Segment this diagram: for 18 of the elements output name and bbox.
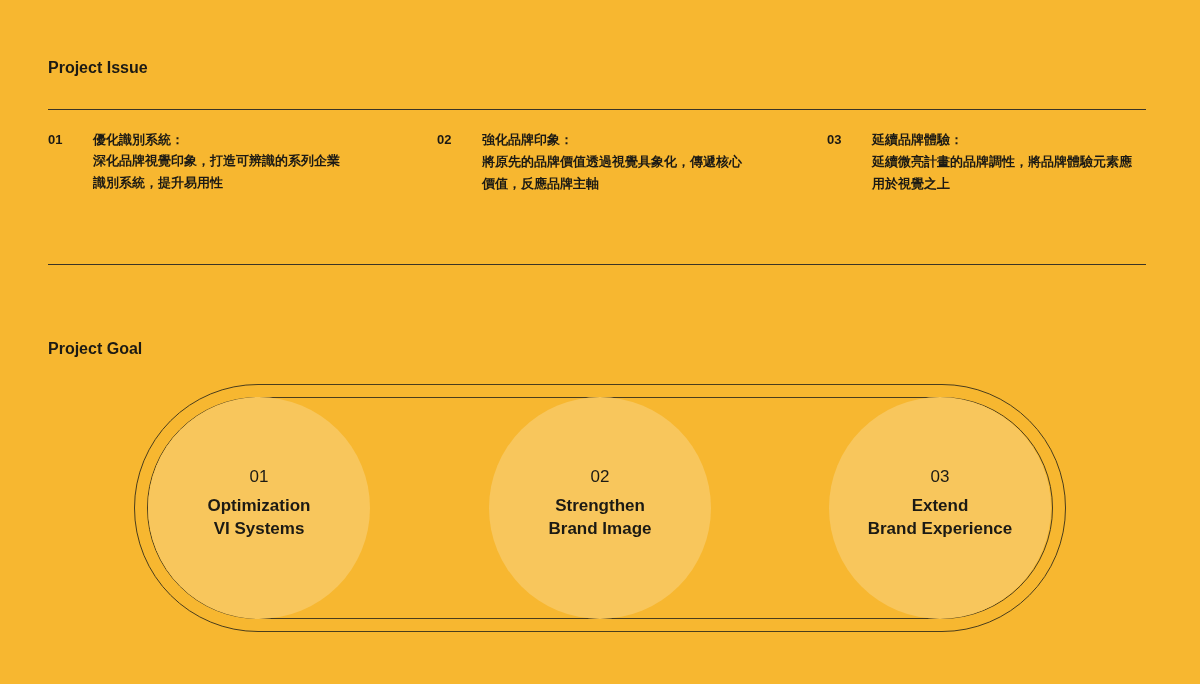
item-description: 將原先的品牌價值透過視覺具象化，傳遞核心價值，反應品牌主軸 — [482, 153, 743, 193]
item-heading: 延續品牌體驗： — [872, 131, 963, 149]
step-number: 02 — [590, 466, 610, 488]
item-heading: 優化識別系統： — [93, 131, 184, 149]
step-number: 01 — [249, 466, 269, 488]
item-description: 延續微亮計畫的品牌調性，將品牌體驗元素應用於視覺之上 — [872, 153, 1133, 193]
section-heading: Project Goal — [48, 339, 143, 359]
item-description: 深化品牌視覺印象，打造可辨識的系列企業識別系統，提升易用性 — [93, 152, 341, 192]
item-number: 01 — [48, 131, 63, 149]
item-number: 02 — [437, 131, 452, 149]
goal-title: Strengthen Brand Image — [548, 495, 652, 540]
goal-title: Optimization VI Systems — [207, 495, 311, 540]
pill-frame — [134, 384, 1066, 632]
section-heading: Project Issue — [48, 58, 148, 78]
item-heading: 強化品牌印象： — [482, 131, 573, 149]
item-number: 03 — [827, 131, 842, 149]
goal-title: Extend Brand Experience — [867, 495, 1013, 540]
step-number: 03 — [930, 466, 950, 488]
